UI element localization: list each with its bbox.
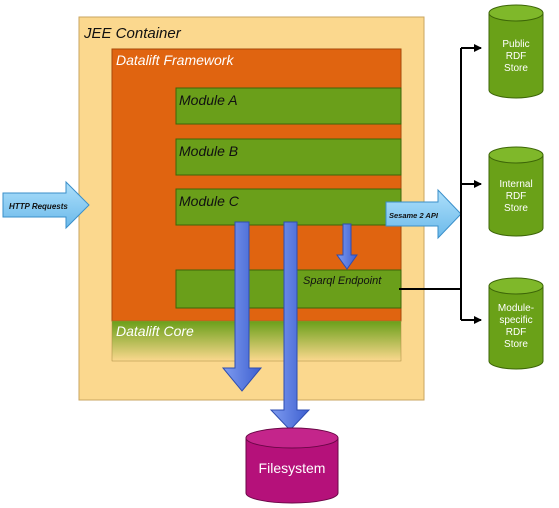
public-store-line-1: Public [502,39,529,50]
module-specific-rdf-store: Module- specific RDF Store [488,277,544,370]
module-a-label: Module A [179,92,238,108]
datalift-core [111,320,402,362]
internal-store-line-1: Internal [499,179,532,190]
internal-store-line-2: RDF [506,191,527,202]
module-b [175,138,402,176]
internal-store-line-3: Store [504,203,528,214]
datalift-core-label: Datalift Core [116,323,194,339]
arrow-module-c-to-sparql [336,223,358,270]
internal-rdf-store: Internal RDF Store [488,146,544,237]
sesame-api-arrow [385,188,462,240]
jee-container-label: JEE Container [83,25,182,42]
http-requests-label: HTTP Requests [9,202,68,211]
module-store-line-4: Store [504,339,528,350]
http-requests-arrow [2,180,90,230]
arrow-module-c-to-core [221,221,263,392]
module-c-label: Module C [179,193,240,209]
sesame-api-label: Sesame 2 API [389,211,439,220]
module-c [175,188,402,226]
public-store-line-2: RDF [506,51,527,62]
public-store-line-3: Store [504,63,528,74]
filesystem-store: Filesystem [245,427,339,504]
module-a [175,87,402,125]
public-rdf-store: Public RDF Store [488,4,544,99]
datalift-framework-label: Datalift Framework [116,52,234,68]
module-store-line-3: RDF [506,327,527,338]
module-store-line-2: specific [499,315,532,326]
sparql-endpoint-label: Sparql Endpoint [303,275,382,287]
arrow-module-c-to-filesystem [269,221,311,431]
module-b-label: Module B [179,143,238,159]
module-store-line-1: Module- [498,303,534,314]
filesystem-label: Filesystem [259,460,326,476]
